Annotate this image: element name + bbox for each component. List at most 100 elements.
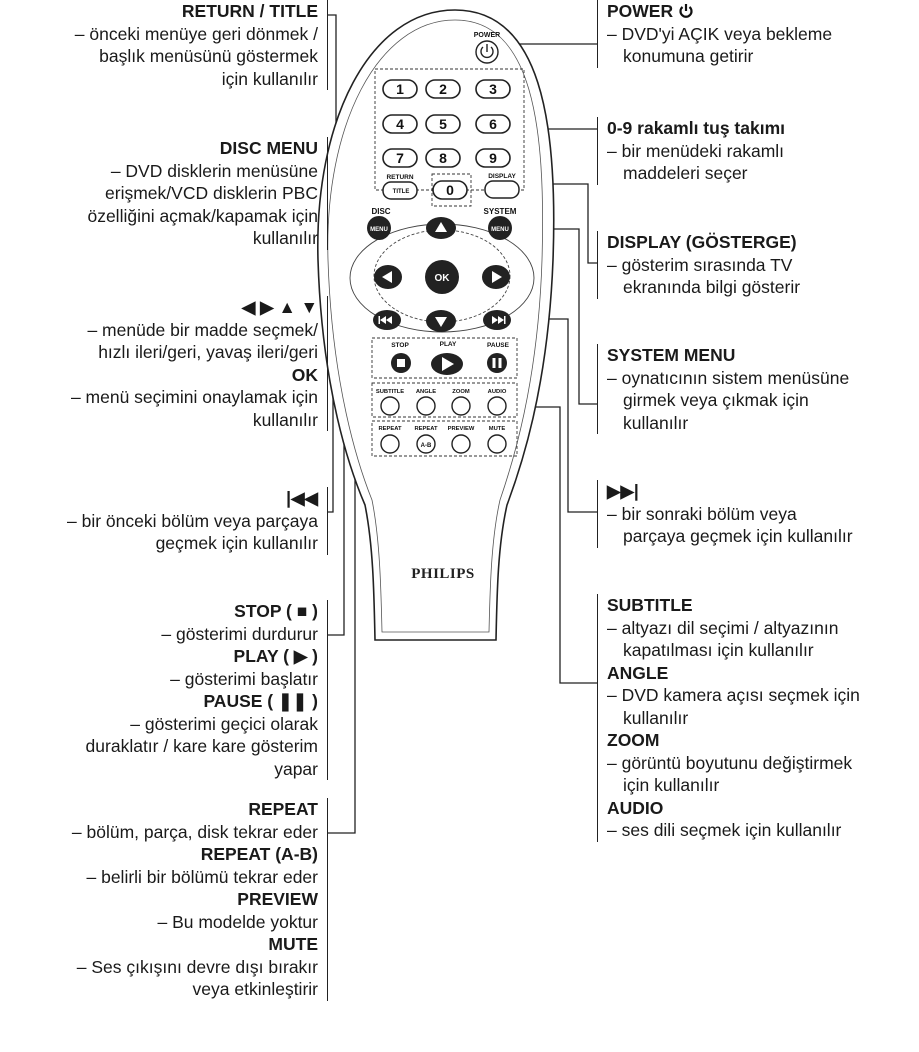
- system-line-3: kullanılır: [623, 412, 689, 433]
- disc-menu-heading: DISC MENU: [219, 138, 318, 158]
- transport-description: STOP ( ■ ) – gösterimi durdurur PLAY ( ▶…: [86, 600, 328, 780]
- power-line-1: – DVD'yi AÇIK veya bekleme: [607, 23, 833, 44]
- nav-line-1: – menüde bir madde seçmek/: [87, 319, 318, 340]
- display-line-1: – gösterim sırasında TV: [607, 254, 793, 275]
- angle-line-1: – DVD kamera açısı seçmek için: [607, 685, 860, 705]
- return-label: RETURN: [386, 174, 413, 181]
- mute-button[interactable]: [487, 434, 507, 454]
- system-heading: SYSTEM MENU: [607, 345, 736, 365]
- zoom-line-1: – görüntü boyutunu değiştirmek: [607, 752, 853, 773]
- ok-label: OK: [435, 273, 451, 284]
- stop-line-1: – gösterimi durdurur: [161, 623, 318, 644]
- right-arrow-button[interactable]: [482, 265, 510, 289]
- repeat-ab-button[interactable]: [416, 434, 436, 454]
- mute-line-2: veya etkinleştirir: [192, 979, 318, 999]
- return-title-line-1: – önceki menüye geri dönmek /: [74, 23, 318, 44]
- preview-button[interactable]: [451, 434, 471, 454]
- brand-logo: PHILIPS: [411, 566, 475, 582]
- disc-menu-button[interactable]: [367, 216, 391, 240]
- repeat-ab-heading: REPEAT (A-B): [200, 844, 318, 864]
- preview-heading: PREVIEW: [237, 889, 318, 909]
- play-label: PLAY: [440, 341, 457, 348]
- display-line-2: ekranında bilgi gösterir: [623, 277, 801, 297]
- next-line-1: – bir sonraki bölüm veya: [607, 503, 797, 524]
- previous-line-2: geçmek için kullanılır: [155, 533, 318, 553]
- digits-line-1: – bir menüdeki rakamlı: [607, 140, 785, 161]
- system-menu-button[interactable]: [488, 216, 512, 240]
- return-title-line-2: başlık menüsünü göstermek: [99, 46, 318, 66]
- digits-heading: 0-9 rakamlı tuş takımı: [607, 118, 785, 138]
- audio-button[interactable]: [487, 396, 507, 416]
- stop-heading: STOP ( ■ ): [234, 601, 318, 621]
- angle-label: ANGLE: [416, 389, 436, 395]
- repeat-line-1: – bölüm, parça, disk tekrar eder: [71, 821, 318, 842]
- zero-outline: [431, 173, 472, 207]
- previous-button[interactable]: [373, 310, 401, 330]
- repeat-ab-label: REPEAT: [414, 426, 438, 432]
- subtitle-heading: SUBTITLE: [607, 595, 693, 615]
- power-line-2: konumuna getirir: [623, 46, 754, 66]
- play-line-1: – gösterimi başlatır: [170, 668, 318, 689]
- digit-button-3[interactable]: 3: [475, 79, 511, 99]
- digit-button-5[interactable]: 5: [425, 114, 461, 134]
- digit-button-6[interactable]: 6: [475, 114, 511, 134]
- system-line-2: girmek veya çıkmak için: [623, 390, 809, 410]
- disc-menu-description: DISC MENU – DVD disklerin menüsüne erişm…: [87, 137, 328, 250]
- return-title-button[interactable]: [382, 181, 418, 200]
- digits-line-2: maddeleri seçer: [623, 163, 748, 183]
- stop-button[interactable]: [391, 353, 411, 373]
- display-description: DISPLAY (GÖSTERGE) – gösterim sırasında …: [597, 231, 800, 299]
- digit-button-7[interactable]: 7: [382, 148, 418, 168]
- disc-menu-label: MENU: [370, 227, 388, 233]
- function-outline: [371, 382, 518, 418]
- left-arrow-button[interactable]: [374, 265, 402, 289]
- mute-line-1: – Ses çıkışını devre dışı bırakır: [76, 956, 318, 977]
- digit-button-4[interactable]: 4: [382, 114, 418, 134]
- repeat-label: REPEAT: [378, 426, 402, 432]
- nav-line-2: hızlı ileri/geri, yavaş ileri/geri: [98, 342, 318, 362]
- pause-heading: PAUSE ( ❚❚ ): [203, 691, 318, 711]
- power-button[interactable]: [475, 40, 499, 64]
- next-button[interactable]: [483, 310, 511, 330]
- system-line-1: – oynatıcının sistem menüsüne: [607, 367, 850, 388]
- repeat-description: REPEAT – bölüm, parça, disk tekrar eder …: [72, 798, 328, 1001]
- subtitle-line-1: – altyazı dil seçimi / altyazının: [607, 617, 839, 638]
- repeat-ab-line-1: – belirli bir bölümü tekrar eder: [86, 866, 319, 887]
- preview-line-1: – Bu modelde yoktur: [157, 911, 318, 932]
- angle-button[interactable]: [416, 396, 436, 416]
- play-button[interactable]: [431, 353, 463, 375]
- digit-label-3: 3: [489, 81, 497, 97]
- digit-button-9[interactable]: 9: [475, 148, 511, 168]
- pause-line-1: – gösterimi geçici olarak: [130, 713, 318, 734]
- digit-button-8[interactable]: 8: [425, 148, 461, 168]
- power-heading: POWER: [607, 1, 674, 21]
- zoom-label: ZOOM: [452, 389, 470, 395]
- disc-menu-line-3: özelliğini açmak/kapamak için: [87, 205, 318, 226]
- subtitle-button[interactable]: [380, 396, 400, 416]
- down-arrow-button[interactable]: [426, 310, 456, 332]
- ok-button[interactable]: [425, 260, 459, 294]
- digits-description: 0-9 rakamlı tuş takımı – bir menüdeki ra…: [597, 117, 785, 185]
- pause-button[interactable]: [487, 353, 507, 373]
- nav-arrows-heading: ◀ ▶ ▲ ▼: [241, 297, 318, 317]
- display-button[interactable]: [484, 180, 520, 199]
- transport-outline: [371, 337, 518, 379]
- ok-line-1: – menü seçimini onaylamak için: [70, 387, 318, 407]
- audio-label: AUDIO: [488, 389, 507, 395]
- digit-label-4: 4: [396, 116, 404, 132]
- digit-button-1[interactable]: 1: [382, 79, 418, 99]
- repeat-button[interactable]: [380, 434, 400, 454]
- return-title-description: RETURN / TITLE – önceki menüye geri dönm…: [75, 0, 328, 90]
- remote-inner-outline: [327, 19, 544, 633]
- digit-button-2[interactable]: 2: [425, 79, 461, 99]
- digit-label-7: 7: [396, 150, 404, 166]
- ab-label: A-B: [421, 443, 432, 449]
- angle-heading: ANGLE: [607, 662, 669, 683]
- digit-button-0[interactable]: 0: [432, 180, 468, 200]
- digit-label-0: 0: [446, 182, 454, 198]
- zoom-button[interactable]: [451, 396, 471, 416]
- next-line-2: parçaya geçmek için kullanılır: [623, 526, 853, 546]
- power-label: POWER: [474, 32, 500, 39]
- up-arrow-button[interactable]: [426, 217, 456, 239]
